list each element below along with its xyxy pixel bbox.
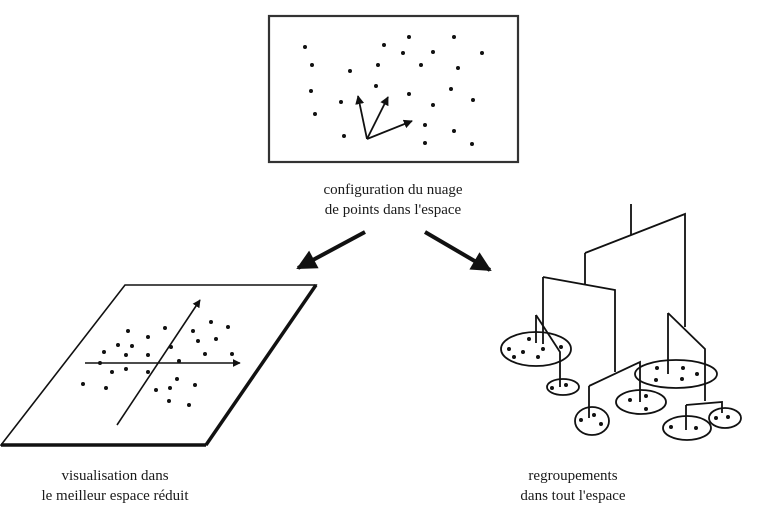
arrow-to-clustering bbox=[423, 230, 492, 272]
cluster-ellipse-6 bbox=[662, 415, 712, 441]
cluster-ellipses bbox=[500, 331, 742, 441]
top-caption: configuration du nuage de points dans l'… bbox=[258, 180, 528, 220]
point-cloud-dots bbox=[303, 35, 484, 146]
axis-2-arrow bbox=[116, 299, 201, 426]
clustering-panel bbox=[500, 204, 742, 441]
point-cloud-panel bbox=[267, 14, 520, 164]
principal-vectors bbox=[355, 95, 413, 140]
projected-dots bbox=[81, 320, 234, 407]
vector-arrow-2 bbox=[366, 96, 389, 140]
arrow-to-reduced-space bbox=[296, 230, 366, 270]
dendrogram bbox=[535, 204, 723, 430]
left-caption-line1: visualisation dans bbox=[61, 468, 169, 484]
cluster-ellipse-5 bbox=[574, 406, 610, 436]
projection-plane bbox=[0, 284, 318, 446]
cluster-ellipse-7 bbox=[708, 407, 742, 429]
right-caption-line2: dans tout l'espace bbox=[520, 488, 626, 504]
vector-arrow-1 bbox=[355, 95, 368, 140]
cluster-ellipse-4 bbox=[615, 389, 667, 415]
vector-arrow-3 bbox=[366, 119, 413, 140]
plane-edge-thick-right bbox=[204, 284, 318, 446]
cluster-dots bbox=[507, 337, 730, 430]
cluster-ellipse-3 bbox=[634, 359, 718, 389]
top-caption-line2: de points dans l'espace bbox=[324, 202, 462, 218]
point-cloud-frame bbox=[267, 14, 520, 164]
reduced-space-panel bbox=[0, 284, 318, 447]
right-caption: regroupements dans tout l'espace bbox=[478, 466, 668, 506]
right-caption-line1: regroupements bbox=[528, 468, 618, 484]
left-caption-line2: le meilleur espace réduit bbox=[41, 488, 189, 504]
left-caption: visualisation dans le meilleur espace ré… bbox=[0, 466, 230, 506]
top-caption-line1: configuration du nuage bbox=[323, 182, 463, 198]
cluster-ellipse-2 bbox=[546, 378, 580, 396]
cluster-ellipse-1 bbox=[500, 331, 572, 367]
